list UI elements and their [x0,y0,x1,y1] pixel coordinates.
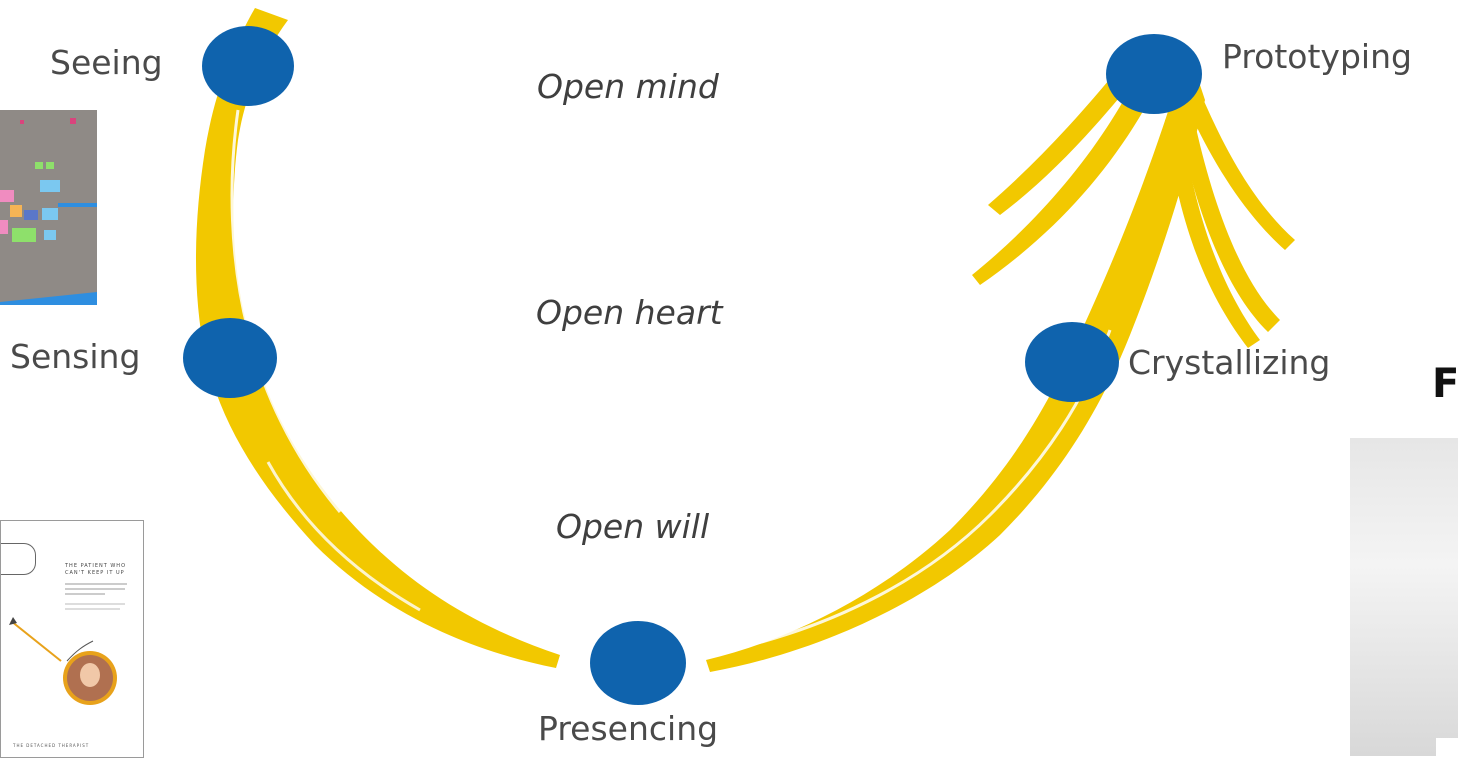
avatar-photo [67,655,113,701]
doc-text-line [65,588,125,590]
thumbnail-sticky-board [0,110,97,305]
node-crystallizing [1025,322,1119,402]
doc-text-line [65,608,120,610]
label-sensing: Sensing [10,337,141,376]
left-ribbon [195,8,560,668]
right-ribbon-flame-left [988,48,1150,215]
node-prototyping [1106,34,1202,114]
partial-heading-letter: F [1432,361,1458,407]
right-ribbon-flame-left-2 [972,70,1160,285]
node-presencing [590,621,686,705]
doc-text-line [65,583,127,585]
thumbnail-document: THE PATIENT WHO CAN'T KEEP IT UP THE DET… [0,520,144,758]
photo-highlight [1436,738,1458,756]
avatar-face [80,663,100,687]
label-presencing: Presencing [538,709,719,748]
doc-footer-heading: THE DETACHED THERAPIST [13,743,90,748]
right-ribbon-flame-right-3 [1165,110,1260,348]
left-ribbon-highlight-2 [266,461,421,612]
doc-heading-2: CAN'T KEEP IT UP [65,570,125,576]
node-sensing [183,318,277,398]
label-open-mind: Open mind [537,67,719,106]
label-prototyping: Prototyping [1222,37,1412,76]
avatar [63,651,117,705]
doc-text-line [65,603,125,605]
doc-heading-1: THE PATIENT WHO [65,563,127,569]
doc-text-line [65,593,105,595]
label-crystallizing: Crystallizing [1128,343,1331,382]
thumbnail-right-photo [1350,438,1458,756]
right-ribbon-flame-right [1180,80,1295,250]
label-open-will: Open will [556,507,710,546]
sticky-board-image [0,110,97,305]
label-seeing: Seeing [50,43,163,82]
node-seeing [202,26,294,106]
speech-bubble-shape [1,543,36,575]
right-ribbon-flame-right-2 [1175,100,1280,332]
label-open-heart: Open heart [536,293,723,332]
doc-illustration [9,617,94,662]
